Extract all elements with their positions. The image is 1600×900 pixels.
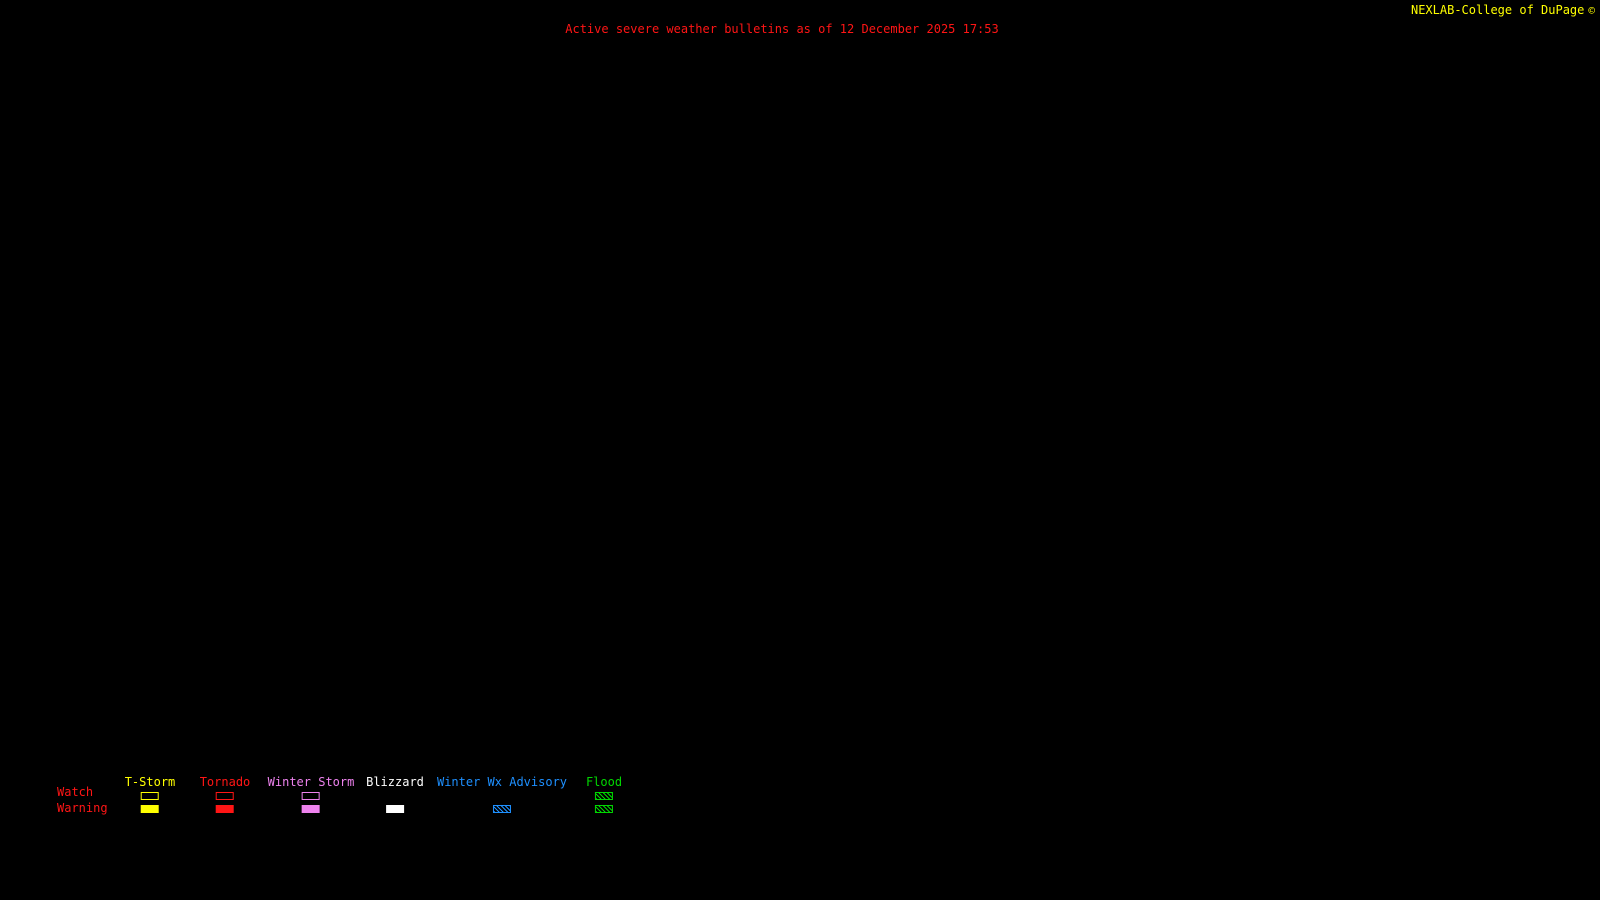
legend-column-blizzard: Blizzard — [366, 776, 424, 815]
brand-text: NEXLAB-College of DuPage© — [1410, 3, 1595, 18]
legend-label: Flood — [585, 775, 623, 789]
legend-column-winter-storm: Winter Storm — [267, 775, 355, 815]
legend-label: Tornado — [199, 775, 251, 789]
page-title: Active severe weather bulletins as of 12… — [565, 22, 999, 36]
warning-swatch — [215, 804, 234, 813]
warning-swatch — [301, 804, 320, 813]
legend-column-tornado: Tornado — [199, 775, 251, 815]
legend-row-label-warning: Warning — [57, 801, 108, 815]
legend-column-winter-wx-advisory: Winter Wx Advisory — [437, 776, 567, 815]
watch-swatch — [215, 791, 234, 800]
warning-swatch — [595, 804, 613, 813]
warning-swatch — [492, 804, 511, 813]
warning-swatch — [385, 804, 404, 813]
copyright-icon: © — [1588, 4, 1595, 17]
watch-swatch — [301, 791, 320, 800]
legend-label: Winter Wx Advisory — [436, 775, 568, 789]
brand-label: NEXLAB-College of DuPage — [1410, 3, 1585, 17]
watch-swatch — [595, 791, 613, 800]
legend-row-label-watch: Watch — [57, 785, 94, 799]
legend-label: Winter Storm — [267, 775, 355, 789]
legend-label: Blizzard — [366, 775, 424, 789]
legend-column-flood: Flood — [586, 776, 622, 815]
legend-column-tstorm: T-Storm — [124, 775, 176, 815]
legend-label: T-Storm — [124, 775, 176, 789]
warning-swatch — [140, 804, 159, 813]
watch-swatch — [140, 791, 159, 800]
